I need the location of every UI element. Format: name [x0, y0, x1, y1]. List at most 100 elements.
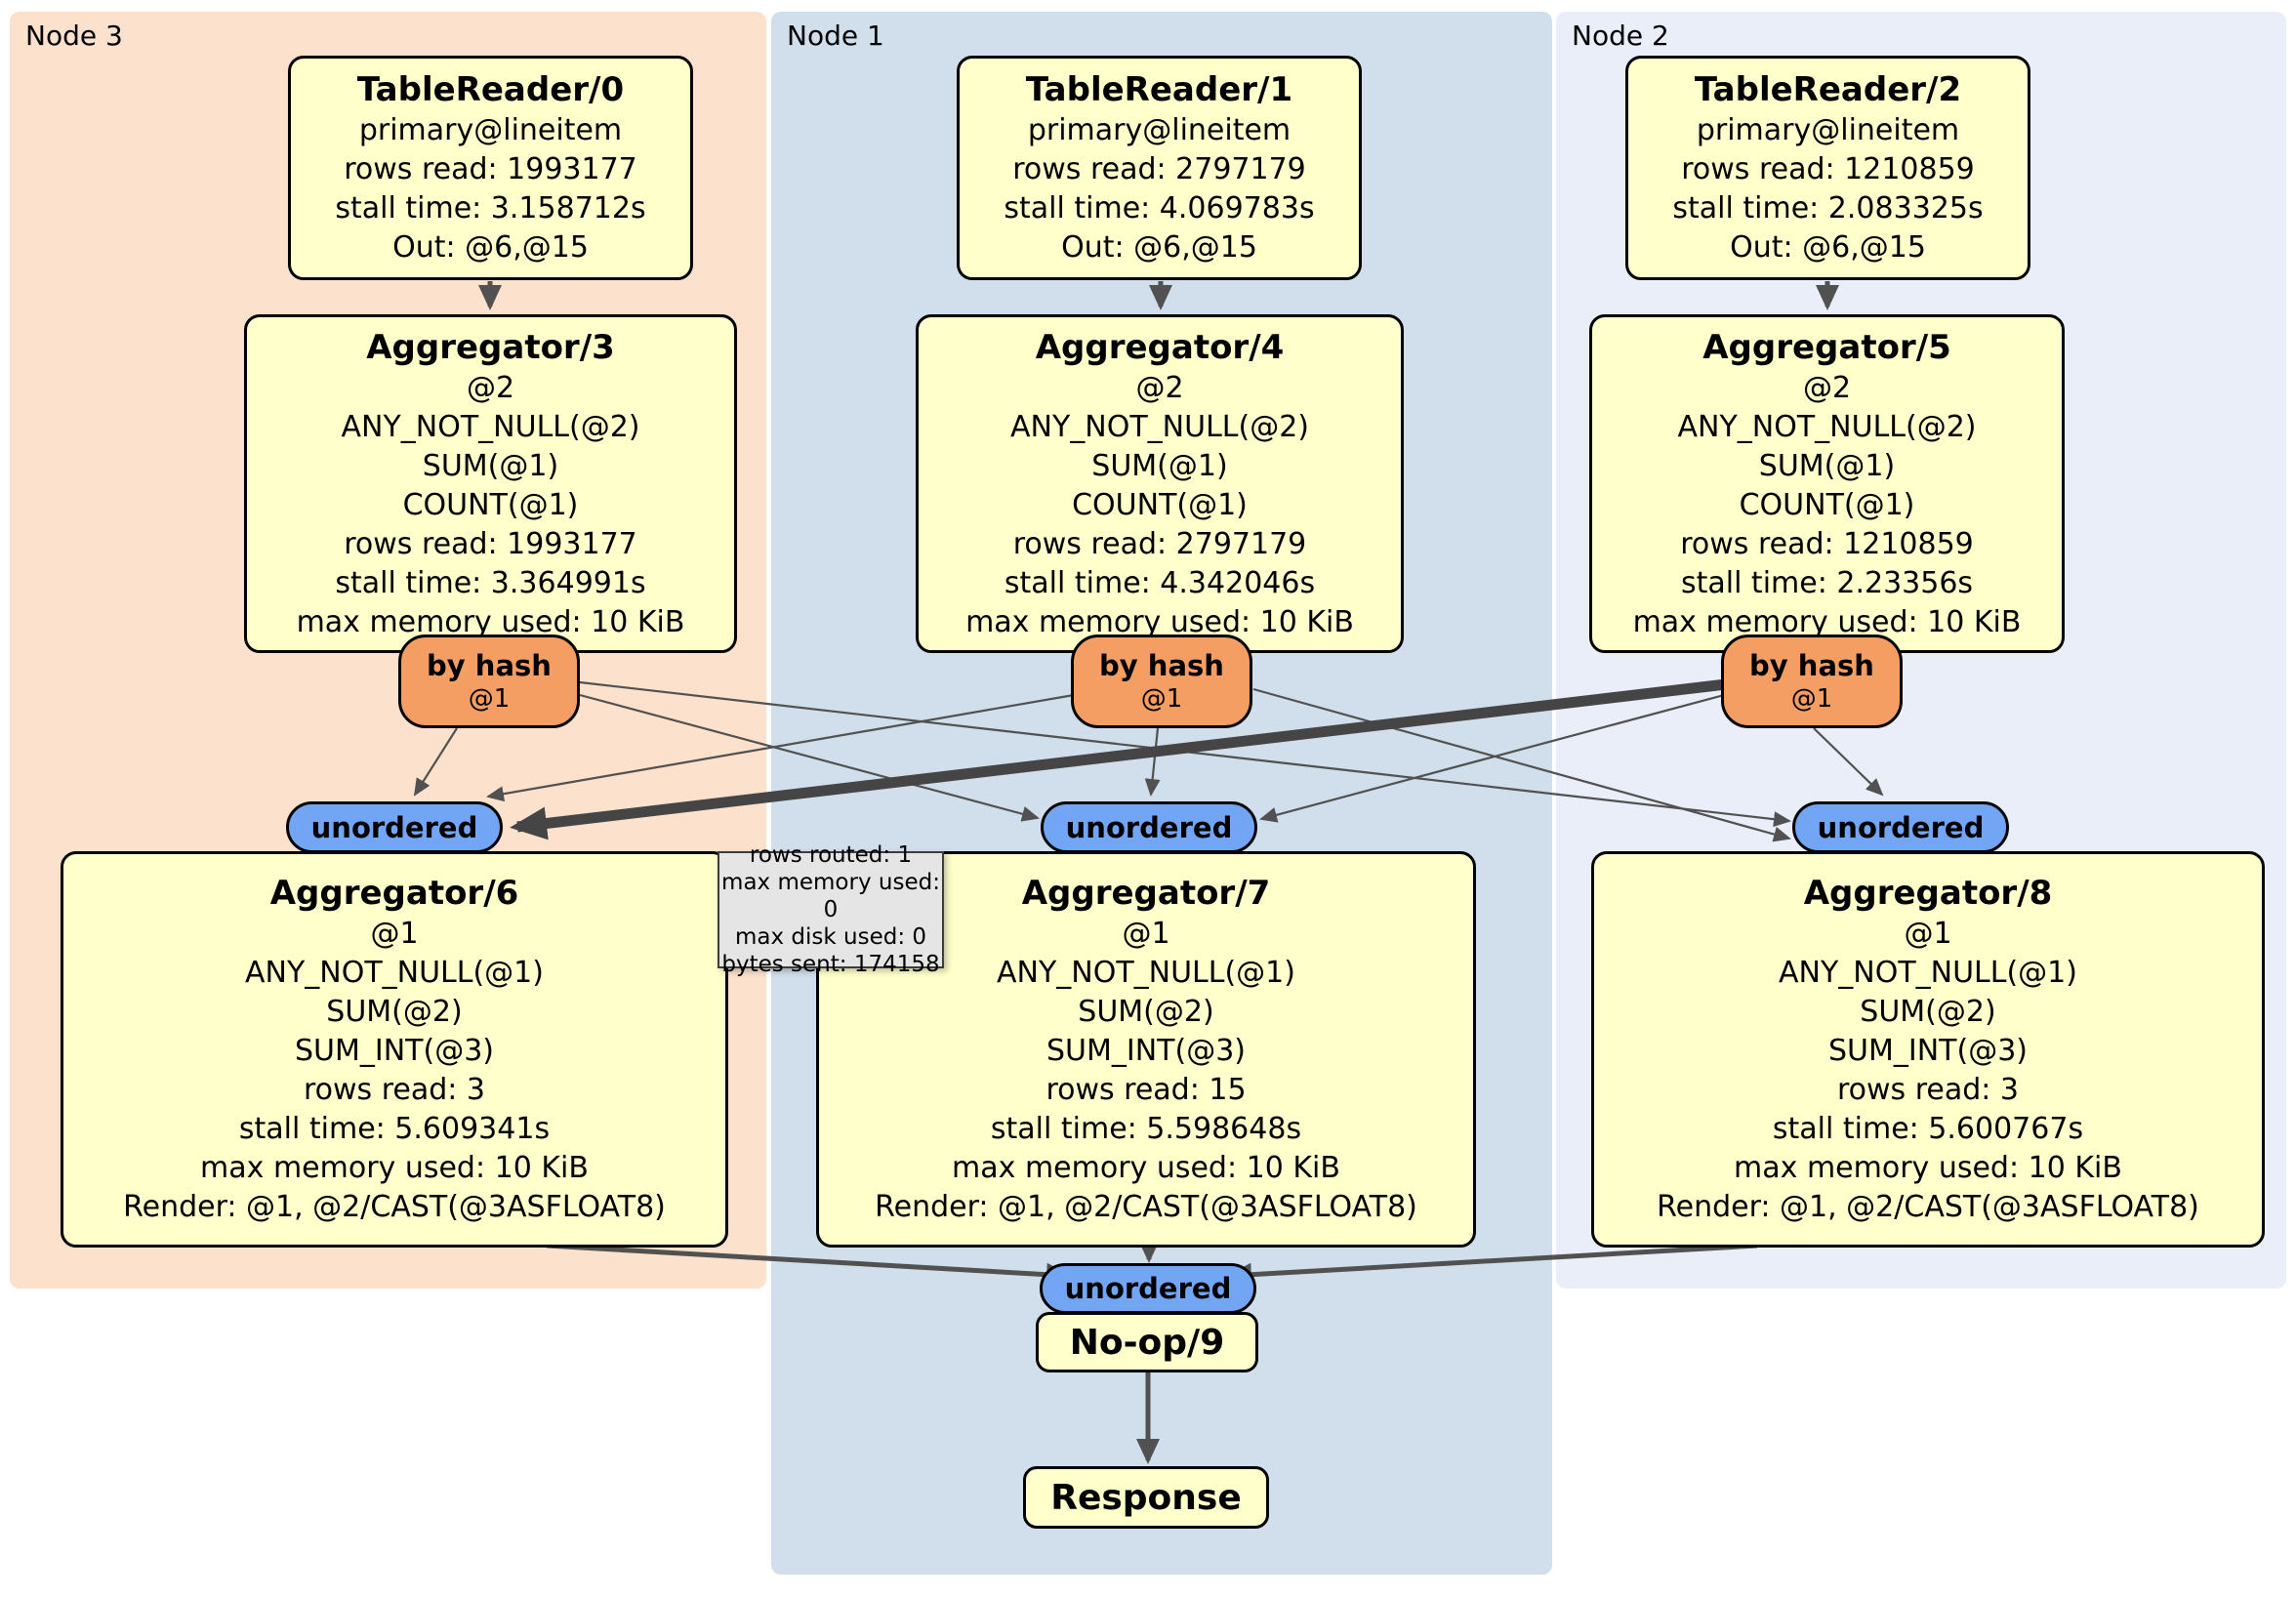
text-line: bytes sent: 174158 — [721, 952, 940, 977]
text-line: stall time: 5.600767s — [1772, 1112, 2084, 1146]
text-line: stall time: 5.609341s — [238, 1112, 551, 1146]
router-by-hash-node2: by hash @1 — [1721, 635, 1903, 728]
sync-label: unordered — [310, 810, 478, 844]
processor-response: Response — [1023, 1466, 1269, 1529]
processor-title: Aggregator/6 — [269, 874, 519, 913]
processor-title: No-op/9 — [1069, 1322, 1225, 1363]
text-line: @1 — [370, 917, 419, 951]
text-line: rows read: 1210859 — [1680, 526, 1974, 561]
text-line: SUM(@1) — [1091, 448, 1228, 483]
text-line: Render: @1, @2/CAST(@3ASFLOAT8) — [875, 1190, 1417, 1224]
sync-unordered-node2: unordered — [1792, 801, 2009, 853]
router-detail: @1 — [1790, 684, 1833, 714]
text-line: Out: @6,@15 — [1730, 230, 1926, 265]
text-line: max memory used: 10 KiB — [965, 604, 1354, 639]
processor-details: primary@lineitem rows read: 1210859 stall … — [1672, 111, 1983, 267]
text-line: Render: @1, @2/CAST(@3ASFLOAT8) — [1657, 1190, 2199, 1224]
processor-title: Response — [1050, 1477, 1242, 1518]
text-line: rows read: 2797179 — [1012, 526, 1307, 561]
processor-tablereader-1: TableReader/1 primary@lineitem rows read:… — [957, 56, 1362, 280]
text-line: stall time: 4.069783s — [1004, 191, 1315, 225]
router-by-hash-node3: by hash @1 — [398, 635, 580, 728]
text-line: rows read: 1210859 — [1681, 152, 1975, 186]
text-line: stall time: 3.364991s — [335, 565, 646, 600]
text-line: ANY_NOT_NULL(@1) — [996, 956, 1295, 990]
text-line: COUNT(@1) — [1739, 487, 1915, 522]
router-detail: @1 — [1140, 684, 1183, 714]
processor-title: Aggregator/3 — [366, 327, 615, 367]
text-line: COUNT(@1) — [402, 487, 579, 522]
router-label: by hash — [1749, 649, 1874, 682]
text-line: SUM(@1) — [422, 448, 559, 483]
text-line: stall time: 3.158712s — [335, 191, 646, 225]
processor-noop-9: No-op/9 — [1036, 1312, 1258, 1372]
node-panel-1-label: Node 1 — [787, 20, 884, 52]
sync-label: unordered — [1065, 810, 1233, 844]
text-line: rows read: 1993177 — [344, 526, 637, 561]
text-line: ANY_NOT_NULL(@2) — [1677, 409, 1977, 444]
processor-title: TableReader/0 — [356, 70, 625, 109]
text-line: rows read: 2797179 — [1012, 152, 1306, 186]
text-line: max memory used: 0 — [721, 870, 940, 922]
sync-label: unordered — [1817, 810, 1985, 844]
processor-title: Aggregator/4 — [1035, 327, 1285, 367]
sync-label: unordered — [1064, 1272, 1232, 1305]
text-line: rows read: 3 — [1836, 1073, 2019, 1107]
text-line: @2 — [1802, 370, 1852, 405]
text-line: max memory used: 10 KiB — [952, 1151, 1340, 1185]
text-line: ANY_NOT_NULL(@2) — [341, 409, 640, 444]
text-line: @1 — [1122, 917, 1170, 951]
text-line: Out: @6,@15 — [392, 230, 589, 265]
processor-details: primary@lineitem rows read: 1993177 stall … — [335, 111, 645, 267]
text-line: rows read: 1993177 — [344, 152, 637, 186]
processor-tablereader-0: TableReader/0 primary@lineitem rows read:… — [288, 56, 693, 280]
text-line: primary@lineitem — [1696, 113, 1960, 147]
text-line: ANY_NOT_NULL(@1) — [244, 956, 544, 990]
processor-title: TableReader/2 — [1694, 70, 1962, 109]
text-line: COUNT(@1) — [1072, 487, 1248, 522]
text-line: stall time: 2.083325s — [1672, 191, 1984, 225]
text-line: SUM(@2) — [1860, 995, 1996, 1029]
text-line: ANY_NOT_NULL(@1) — [1778, 956, 2077, 990]
text-line: @1 — [1904, 917, 1952, 951]
text-line: stall time: 5.598648s — [990, 1112, 1302, 1146]
text-line: stall time: 2.23356s — [1680, 565, 1974, 600]
text-line: SUM_INT(@3) — [1827, 1034, 2028, 1068]
text-line: rows read: 15 — [1046, 1073, 1247, 1107]
processor-tablereader-2: TableReader/2 primary@lineitem rows read:… — [1625, 56, 2030, 280]
text-line: max memory used: 10 KiB — [296, 604, 685, 639]
sync-unordered-final: unordered — [1040, 1263, 1256, 1314]
text-line: SUM(@2) — [326, 995, 463, 1029]
processor-title: Aggregator/7 — [1021, 874, 1271, 913]
router-label: by hash — [1099, 649, 1224, 682]
text-line: SUM_INT(@3) — [294, 1034, 494, 1068]
text-line: max memory used: 10 KiB — [1734, 1151, 2122, 1185]
text-line: primary@lineitem — [358, 113, 623, 147]
router-detail: @1 — [468, 684, 511, 714]
text-line: rows routed: 1 — [749, 842, 913, 868]
processor-title: TableReader/1 — [1025, 70, 1293, 109]
processor-title: Aggregator/8 — [1803, 874, 2053, 913]
text-line: SUM_INT(@3) — [1046, 1034, 1246, 1068]
text-line: primary@lineitem — [1027, 113, 1292, 147]
text-line: SUM(@2) — [1078, 995, 1214, 1029]
text-line: stall time: 4.342046s — [1004, 565, 1316, 600]
node-panel-3-label: Node 3 — [25, 20, 123, 52]
text-line: Render: @1, @2/CAST(@3ASFLOAT8) — [123, 1190, 666, 1224]
sync-unordered-node1: unordered — [1041, 801, 1257, 853]
text-line: max disk used: 0 — [734, 924, 927, 950]
text-line: Out: @6,@15 — [1061, 230, 1257, 265]
text-line: max memory used: 10 KiB — [200, 1151, 589, 1185]
processor-title: Aggregator/5 — [1702, 327, 1951, 367]
